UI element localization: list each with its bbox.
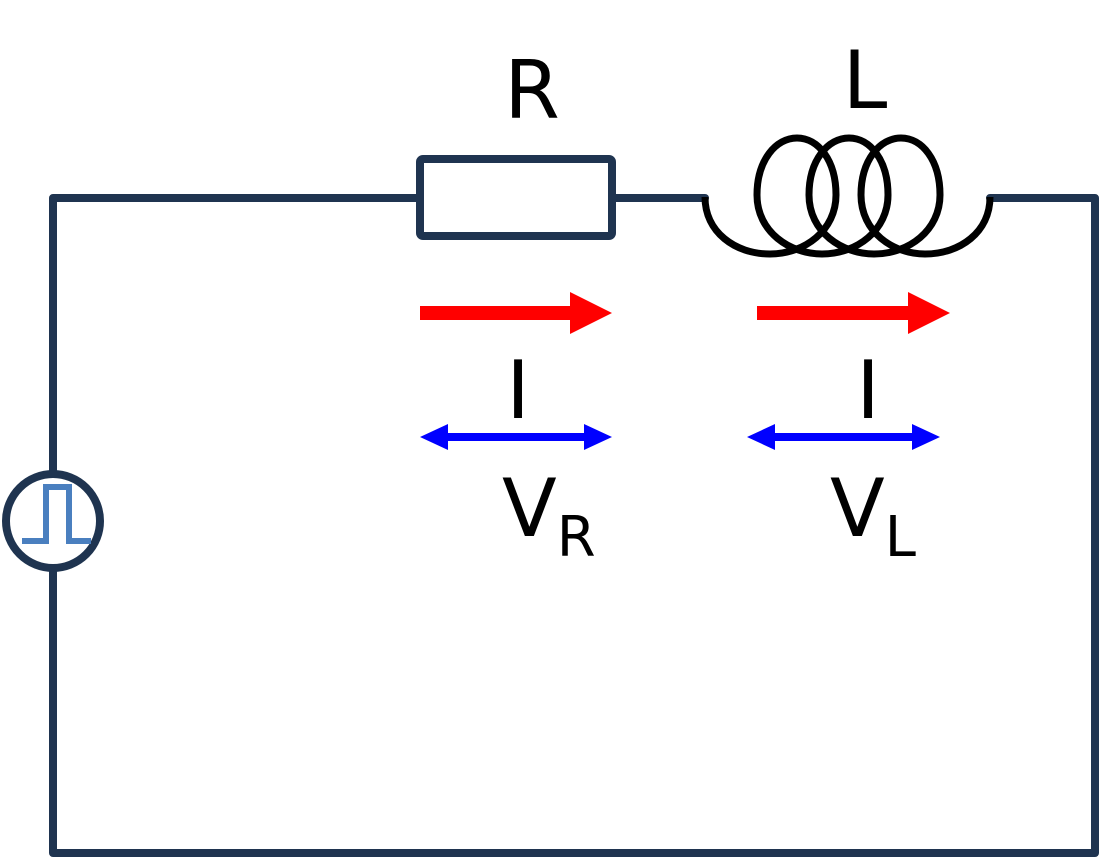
pulse-icon: [22, 484, 91, 544]
voltage-symbol: V: [502, 462, 557, 555]
current-arrow-resistor: [420, 292, 612, 334]
voltage-subscript: L: [885, 505, 916, 570]
resistor-label: R: [504, 44, 560, 137]
voltage-label-inductor: VL: [830, 462, 916, 570]
voltage-label-resistor: VR: [502, 462, 596, 570]
wire-loop: [49, 194, 1099, 857]
resistor: [416, 155, 616, 240]
voltage-symbol: V: [830, 462, 885, 555]
current-label-resistor: I: [506, 344, 530, 437]
inductor-coil: [701, 134, 994, 258]
pulse-source: [2, 470, 104, 572]
voltage-arrow-inductor: [747, 424, 940, 450]
voltage-arrow-resistor: [420, 424, 612, 450]
current-label-inductor: I: [856, 344, 880, 437]
inductor-label: L: [843, 34, 888, 127]
voltage-subscript: R: [557, 505, 596, 570]
current-arrow-inductor: [757, 292, 950, 334]
